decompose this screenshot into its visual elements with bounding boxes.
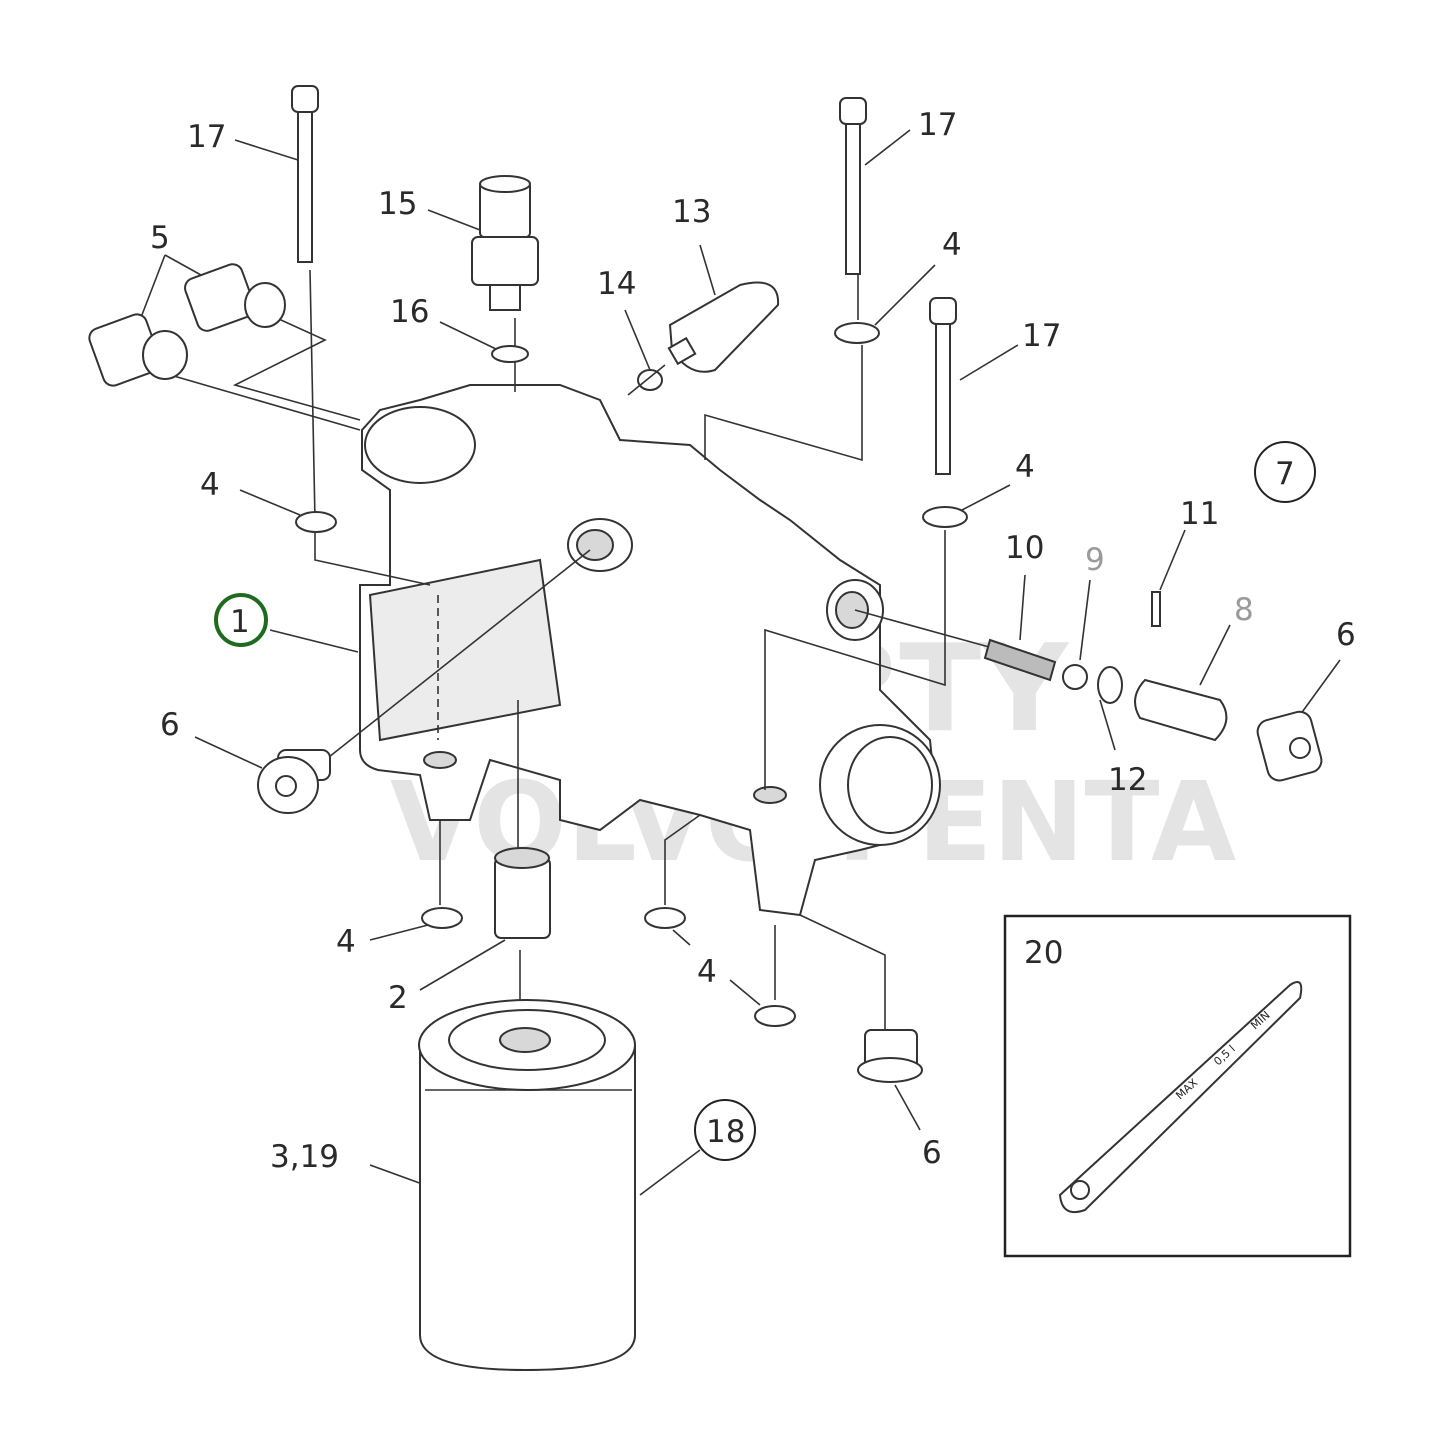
pressure-sensor-15-icon	[471, 175, 539, 311]
highlight-circle-1	[214, 593, 268, 647]
bolt-17-right-icon	[839, 97, 867, 275]
callout-6-left: 6	[160, 707, 180, 743]
callout-4-b: 4	[942, 227, 962, 263]
circle-7	[1254, 441, 1316, 503]
callout-1: 1	[230, 604, 250, 640]
sleeve-2-icon	[494, 847, 551, 939]
callout-18: 18	[706, 1114, 745, 1150]
callout-17-mid: 17	[1022, 318, 1061, 354]
plug-6-bottom-icon	[857, 1029, 923, 1083]
callout-17-left: 17	[187, 119, 226, 155]
ball-9-icon	[1062, 664, 1088, 690]
callout-9: 9	[1085, 542, 1105, 578]
spring-10-icon	[983, 638, 1057, 682]
filter-housing-icon	[359, 384, 941, 917]
union-5-icon	[88, 263, 286, 387]
bolt-17-left-icon	[291, 85, 319, 263]
plug-6-left-icon	[257, 749, 331, 814]
washer-4-d-icon	[421, 907, 463, 929]
sensor-13-icon	[667, 281, 780, 373]
callout-7: 7	[1275, 456, 1295, 492]
washer-4-a-icon	[295, 511, 337, 533]
callout-6-bottom: 6	[922, 1135, 942, 1171]
callout-13: 13	[672, 194, 711, 230]
washer-4-e-icon	[644, 907, 686, 929]
callout-4-a: 4	[200, 467, 220, 503]
callout-17-right: 17	[918, 107, 957, 143]
callout-2: 2	[388, 980, 408, 1016]
callout-5: 5	[150, 220, 170, 256]
callout-6-right: 6	[1336, 617, 1356, 653]
washer-4-b-icon	[834, 322, 880, 344]
ring-14-icon	[637, 369, 663, 391]
washer-4-c-icon	[922, 506, 968, 528]
callout-16: 16	[390, 294, 429, 330]
callout-8: 8	[1234, 592, 1254, 628]
plug-6-right-icon	[1256, 710, 1323, 782]
callout-4-e: 4	[697, 954, 717, 990]
piston-8-icon	[1134, 678, 1228, 742]
callout-12: 12	[1108, 762, 1147, 798]
callout-4-d: 4	[336, 924, 356, 960]
callout-14: 14	[597, 266, 636, 302]
oil-filter-icon	[418, 999, 636, 1372]
leader-lines	[139, 129, 1341, 1196]
washer-16-icon	[491, 345, 529, 363]
pin-11-icon	[1151, 591, 1161, 627]
callout-20: 20	[1024, 935, 1063, 971]
dipstick-icon: MAX 0,5 l MIN	[1058, 981, 1303, 1214]
bolt-17-mid-icon	[929, 297, 957, 475]
callout-4-c: 4	[1015, 449, 1035, 485]
circle-18	[694, 1099, 756, 1161]
ring-12-icon	[1097, 666, 1123, 704]
callout-10: 10	[1005, 530, 1044, 566]
callout-15: 15	[378, 186, 417, 222]
callout-3-19: 3,19	[270, 1139, 339, 1175]
washer-4-f-icon	[754, 1005, 796, 1027]
callout-11: 11	[1180, 496, 1219, 532]
